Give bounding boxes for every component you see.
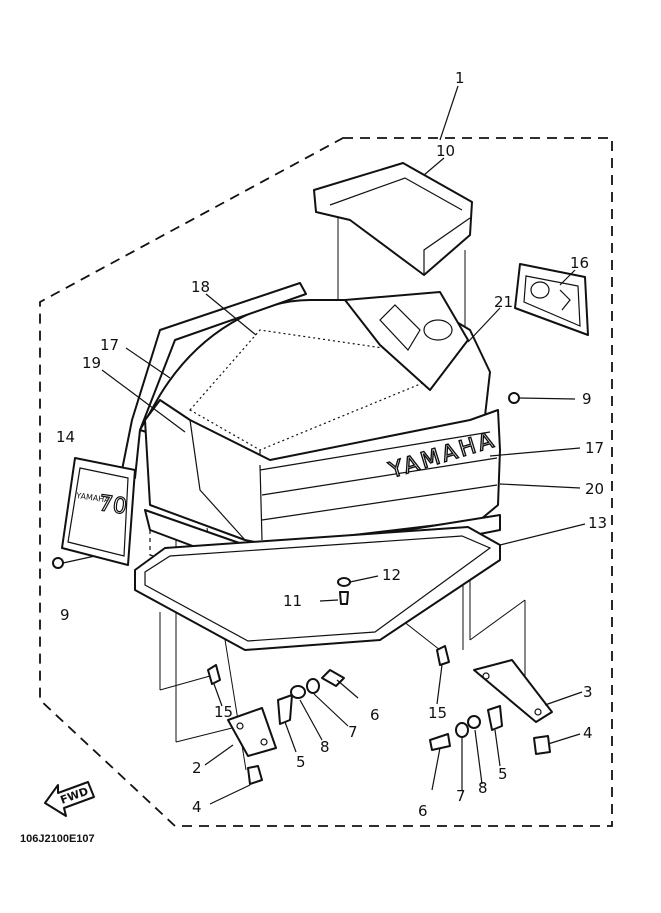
bolt-center <box>319 591 349 605</box>
callout-5-left: 5 <box>296 753 306 771</box>
callout-7-right: 7 <box>456 787 466 805</box>
callout-13: 13 <box>588 514 607 532</box>
decal-plate-left: YAMAHA 70 <box>61 457 136 566</box>
callout-17-upper: 17 <box>100 336 119 354</box>
callout-18: 18 <box>191 278 210 296</box>
callout-10: 10 <box>436 142 455 160</box>
callout-14: 14 <box>56 428 75 446</box>
callout-11: 11 <box>283 592 302 610</box>
main-cowling: YAMAHA <box>144 399 501 546</box>
top-cover-lid <box>313 162 473 276</box>
leader-lines <box>101 85 586 805</box>
callout-17-lower: 17 <box>585 439 604 457</box>
top-opening <box>344 291 469 391</box>
callout-3: 3 <box>583 683 593 701</box>
assembly-boundary <box>39 137 613 827</box>
callout-19: 19 <box>82 354 101 372</box>
callout-12: 12 <box>382 566 401 584</box>
left-hinge-assembly <box>207 664 359 785</box>
forward-direction-arrow: FWD <box>44 781 95 817</box>
callout-20: 20 <box>585 480 604 498</box>
drawing-code: 106J2100E107 <box>20 833 95 845</box>
side-strip <box>121 282 307 479</box>
callout-8-right: 8 <box>478 779 488 797</box>
callout-6-left: 6 <box>370 706 380 724</box>
seal-gasket <box>134 526 501 651</box>
callout-15-left: 15 <box>214 703 233 721</box>
callout-5-right: 5 <box>498 765 508 783</box>
washer-center <box>337 575 379 587</box>
callout-16: 16 <box>570 254 589 272</box>
callout-21: 21 <box>494 293 513 311</box>
callout-8-left: 8 <box>320 738 330 756</box>
screw-right <box>508 392 576 404</box>
callout-7-left: 7 <box>348 723 358 741</box>
decal-plate-right <box>514 263 589 336</box>
callout-4-right: 4 <box>583 724 593 742</box>
callout-6-right: 6 <box>418 802 428 820</box>
callout-9-left: 9 <box>60 606 70 624</box>
callout-9-right: 9 <box>582 390 592 408</box>
callout-4-left: 4 <box>192 798 202 816</box>
callout-15-right: 15 <box>428 704 447 722</box>
decal-model-text: 70 <box>97 491 128 520</box>
callout-2: 2 <box>192 759 202 777</box>
callout-1: 1 <box>455 69 465 87</box>
right-hinge-assembly <box>429 645 553 791</box>
callouts: 1 10 16 21 18 17 19 14 9 9 17 20 13 12 1… <box>56 69 607 820</box>
screw-left <box>52 555 96 569</box>
